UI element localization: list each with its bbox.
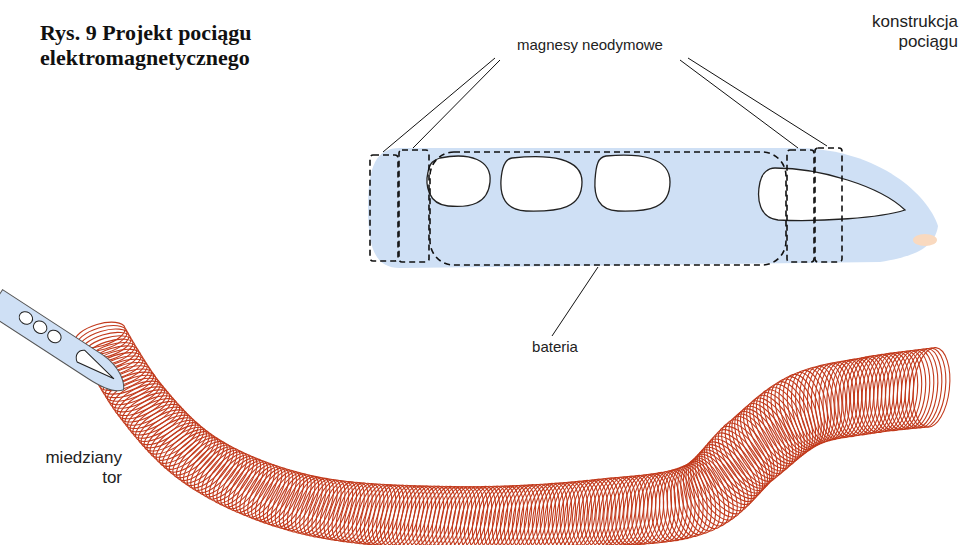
coil-winding (280, 471, 329, 537)
coil-winding (909, 346, 953, 429)
part-label: konstrukcja pociągu (838, 12, 958, 53)
coil-winding (272, 470, 322, 535)
coil-winding (882, 349, 925, 431)
coil-guide (100, 335, 935, 519)
coil-winding (878, 350, 920, 432)
coil-winding (350, 480, 394, 545)
part-label: miedziany tor (22, 448, 122, 489)
small-train (0, 290, 133, 398)
figure-title: Rys. 9 Projekt pociągu elektromagnetyczn… (40, 20, 330, 71)
coil-winding (890, 348, 933, 430)
leader-lines (383, 58, 827, 336)
coil-winding (362, 481, 405, 545)
coil-winding (898, 347, 942, 430)
part-label: bateria (500, 338, 610, 356)
part-label: magnesy neodymowe (470, 36, 710, 54)
train-body (368, 148, 938, 268)
coil-winding (894, 348, 938, 431)
coil-winding (342, 480, 386, 545)
coil-winding (886, 349, 929, 431)
coil-winding (354, 481, 398, 545)
coil-winding (276, 471, 326, 536)
coil-winding (791, 367, 835, 447)
coil-winding (358, 481, 401, 545)
coil-winding (334, 479, 379, 545)
coil-winding (338, 479, 382, 545)
coil-winding (905, 346, 949, 429)
coil-winding (264, 468, 315, 533)
copper-coil (72, 317, 954, 545)
coil-winding (268, 469, 319, 534)
dashed-regions (370, 148, 842, 265)
coil-winding (346, 480, 390, 545)
coil-winding (284, 472, 333, 538)
coil-winding (902, 347, 946, 430)
